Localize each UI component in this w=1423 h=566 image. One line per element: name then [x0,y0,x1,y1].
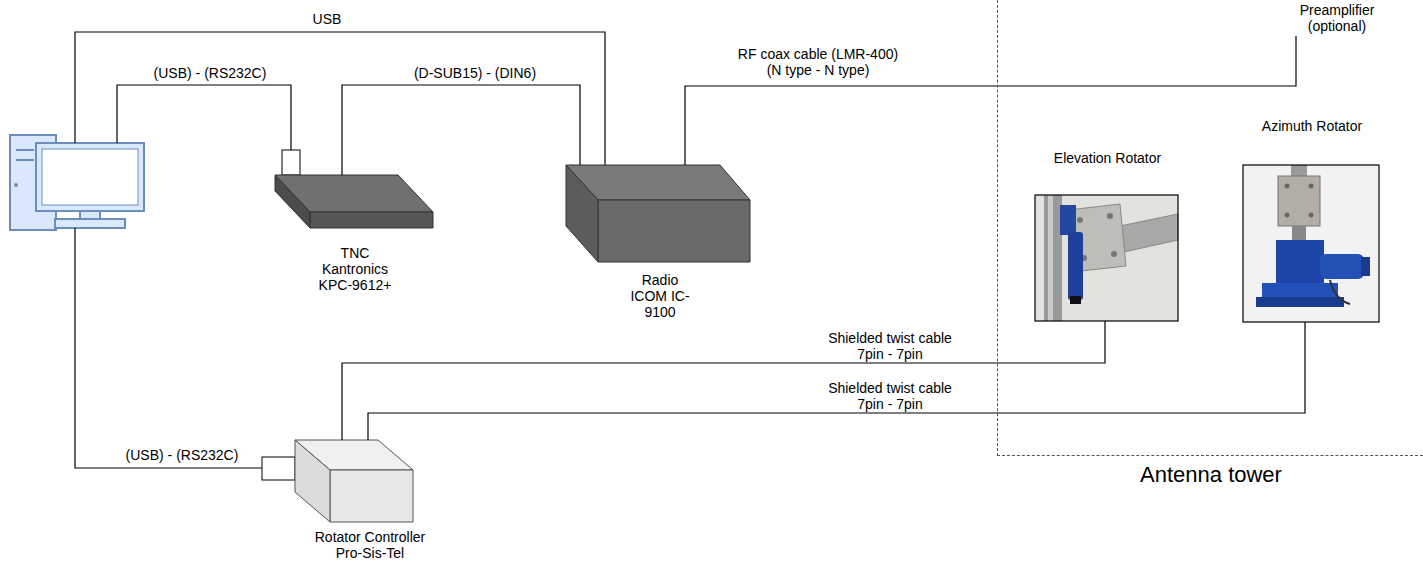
cable-label: RF coax cable (LMR-400) (N type - N type… [732,46,904,78]
cable-connector [342,85,580,175]
azimuth-rotator-photo [1361,257,1370,276]
computer-wire [75,228,262,468]
azimuth-rotator-photo [1276,240,1324,285]
cable-connector [342,321,1105,440]
cable-label: (D-SUB15) - (DIN6) [412,65,538,81]
computer-icon [42,149,138,205]
node-label: Elevation Rotator [1036,150,1179,166]
computer-icon [55,219,125,228]
elevation-rotator-photo [1048,195,1053,321]
azimuth-rotator-photo [1309,213,1314,218]
wire-label: (USB) - (RS232C) [152,65,269,81]
tnc-device [275,150,433,228]
elevation-rotator-photo [1068,232,1083,300]
region-label: Antenna tower [998,462,1423,488]
elevation-rotator-photo [1044,195,1062,321]
elevation-rotator-photo [1077,217,1083,223]
cable-label: Shielded twist cable 7pin - 7pin [820,330,960,362]
azimuth-rotator-photo [1262,283,1338,297]
azimuth-rotator-photo [1330,280,1350,304]
elevation-rotator-photo [1120,214,1178,252]
cable-connector [685,36,1296,165]
label-holder: Shielded twist cable 7pin - 7pin [820,380,960,413]
label-holder: RF coax cable (LMR-400) (N type - N type… [732,46,904,79]
computer-wire [75,32,605,165]
device-node: Preamplifier (optional) [1291,2,1383,36]
tnc-device [275,175,310,228]
device-node: Radio ICOM IC-9100 [566,165,750,330]
azimuth-rotator-photo [1243,165,1379,322]
elevation-rotator-photo [1035,195,1178,321]
azimuth-rotator-photo [1278,176,1320,226]
controller-device [262,440,413,522]
node-label: Radio ICOM IC-9100 [623,272,697,320]
azimuth-rotator-photo [1309,184,1314,189]
tnc-device [282,150,300,175]
device-node: TNC Kantronics KPC-9612+ [275,175,433,302]
elevation-rotator-photo [1035,195,1178,321]
elevation-rotator-photo [1060,205,1076,235]
device-node: Azimuth Rotator [1244,118,1380,322]
computer-icon [36,143,144,211]
computer-icon [14,183,18,187]
label-holder: USB [297,10,357,28]
tnc-device [310,212,433,228]
node-label: Azimuth Rotator [1244,118,1380,134]
computer-wire [117,85,291,150]
elevation-rotator-photo [1070,296,1081,304]
label-holder: (USB) - (RS232C) [102,446,262,464]
computer-icon [10,135,144,230]
radio-device [598,200,750,262]
cable-connector [368,322,1305,440]
wire-label: USB [311,11,344,27]
wire-label: (USB) - (RS232C) [124,447,241,463]
cable-label: Shielded twist cable 7pin - 7pin [820,380,960,412]
controller-device [262,457,295,480]
azimuth-rotator-photo [1320,254,1364,279]
azimuth-rotator-photo [1243,165,1379,322]
node-label: Preamplifier (optional) [1291,2,1383,34]
controller-device [295,440,330,522]
computer-icon [80,211,100,219]
elevation-rotator-photo [1107,213,1113,219]
azimuth-rotator-photo [1256,297,1344,307]
label-holder: (D-SUB15) - (DIN6) [375,64,575,82]
region-band: Antenna towerPreamplifier (optional)Elev… [997,0,1423,456]
node-label: TNC Kantronics KPC-9612+ [313,245,397,293]
azimuth-rotator-photo [1292,226,1306,242]
radio-device [566,165,598,262]
node-label: Rotator Controller Pro-Sis-Tel [308,529,432,561]
azimuth-rotator-photo [1285,184,1290,189]
elevation-rotator-photo [1111,251,1117,257]
computer-icon [16,159,34,161]
computer-icon [16,149,34,151]
device-node: Elevation Rotator [1036,150,1179,321]
device-node: Rotator Controller Pro-Sis-Tel [262,440,432,565]
computer-wire [75,32,605,468]
azimuth-rotator-photo [1243,165,1379,322]
radio-device [566,165,750,262]
label-holder: Shielded twist cable 7pin - 7pin [820,330,960,363]
azimuth-rotator-photo [1285,213,1290,218]
label-holder: (USB) - (RS232C) [130,64,290,82]
elevation-rotator-photo [1035,195,1178,321]
controller-device [330,470,413,522]
